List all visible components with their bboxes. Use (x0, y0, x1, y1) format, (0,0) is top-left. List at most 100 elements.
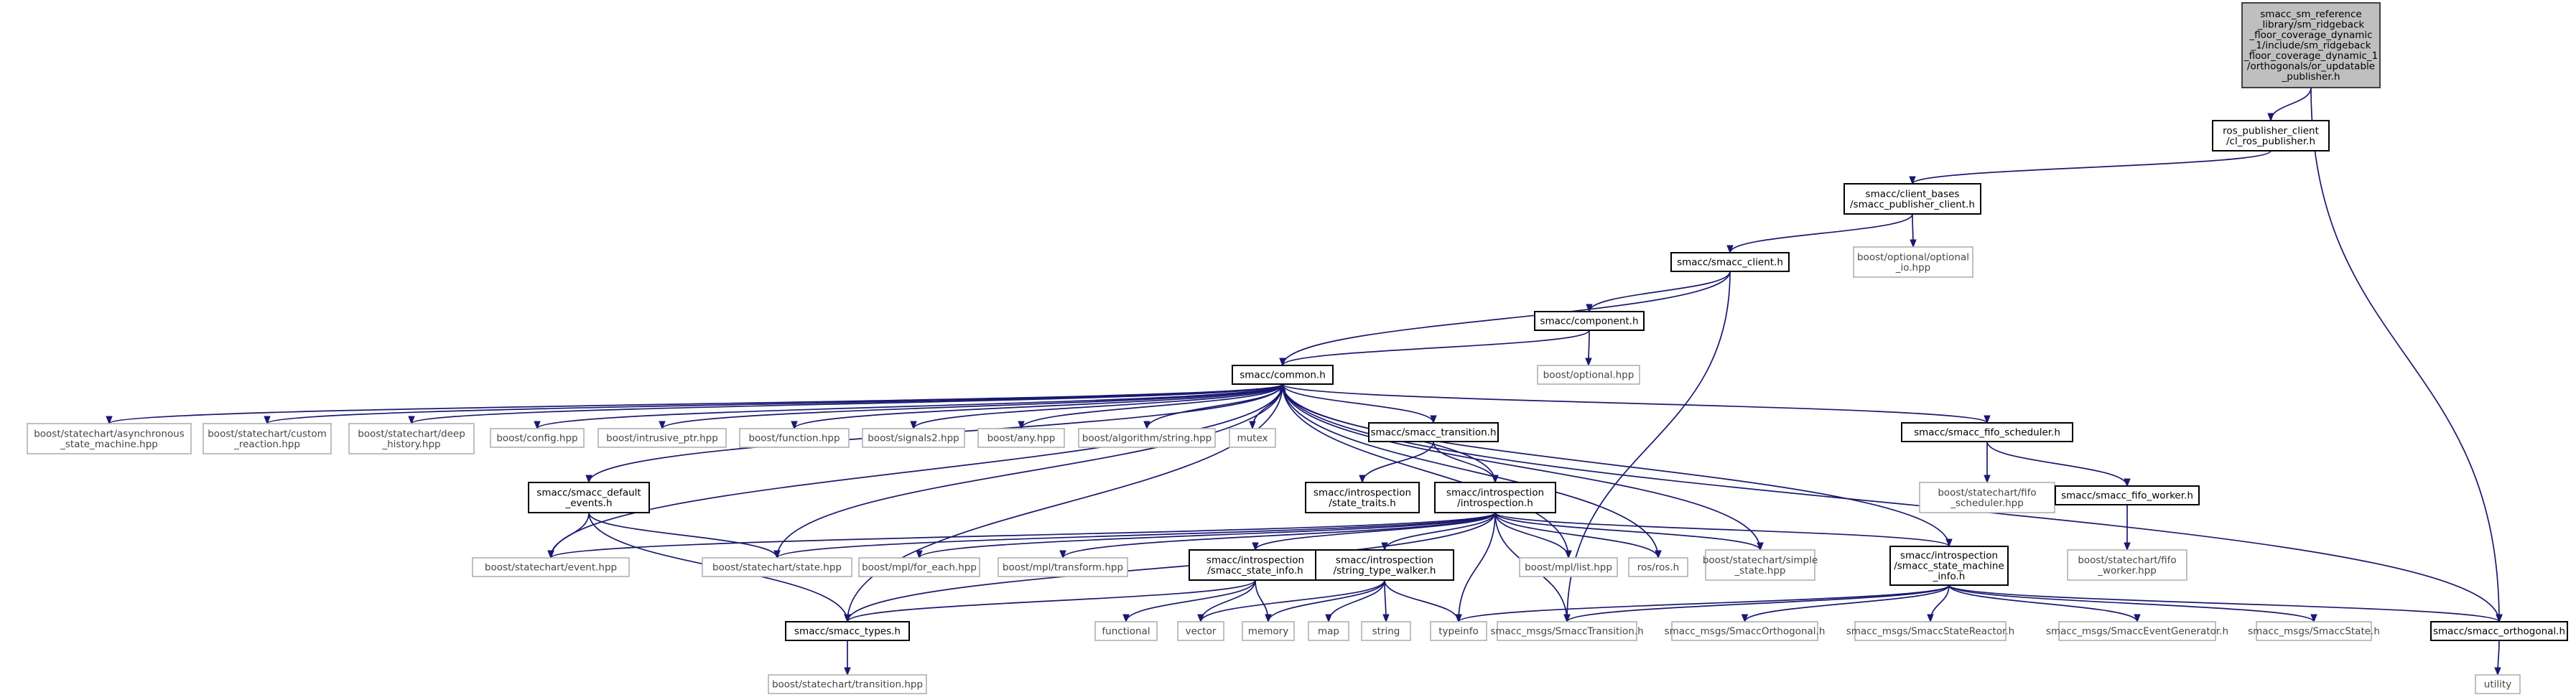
node-label-line: _info.h (1933, 571, 1966, 582)
node-label-line: _1/include/sm_ridgeback (2250, 40, 2371, 52)
node-map[interactable]: map (1308, 621, 1349, 641)
node-mpl-list[interactable]: boost/mpl/list.hpp (1519, 557, 1618, 577)
node-component[interactable]: smacc/component.h (1534, 311, 1645, 331)
node-common[interactable]: smacc/common.h (1232, 365, 1334, 385)
edge-arrowhead (585, 475, 592, 484)
node-cl-ros-publisher[interactable]: ros_publisher_client/cl_ros_publisher.h (2212, 120, 2330, 151)
node-label-line: _library/sm_ridgeback (2257, 19, 2365, 31)
node-label-line: smacc_msgs/SmaccStateReactor.h (1846, 626, 2014, 638)
node-msg-transition[interactable]: smacc_msgs/SmaccTransition.h (1490, 621, 1644, 641)
edge-component-to-common (1282, 330, 1590, 366)
edge-root-to-cl-ros-publisher (2270, 87, 2312, 121)
edge-introspection-to-state-hpp (776, 512, 1496, 559)
node-label-line: boost/function.hpp (748, 433, 840, 444)
node-box (1537, 365, 1640, 385)
node-fifo-scheduler[interactable]: smacc/smacc_fifo_scheduler.h (1901, 422, 2073, 442)
node-memory[interactable]: memory (1242, 621, 1295, 641)
edge-common-to-event-hpp (550, 383, 1283, 559)
node-event-hpp[interactable]: boost/statechart/event.hpp (472, 557, 630, 577)
edge-common-to-deep-history (411, 383, 1283, 424)
node-box (1078, 428, 1216, 448)
node-label-line: smacc/smacc_types.h (794, 626, 901, 638)
node-msg-state[interactable]: smacc_msgs/SmaccState.h (2248, 621, 2380, 641)
edge-smacc-client-to-common (1282, 271, 1731, 366)
node-msg-event-generator[interactable]: smacc_msgs/SmaccEventGenerator.h (2046, 621, 2228, 641)
edge-introspection-to-mpl-list (1494, 512, 1569, 559)
node-for-each[interactable]: boost/mpl/for_each.hpp (858, 557, 980, 577)
edge-arrowhead (1910, 239, 1917, 248)
node-state-traits[interactable]: smacc/introspection/state_traits.h (1305, 482, 1420, 513)
node-statechart-transition[interactable]: boost/statechart/transition.hpp (768, 674, 927, 694)
node-label-line: smacc/introspection (1206, 554, 1304, 566)
node-statechart-fifo-worker[interactable]: boost/statechart/fifo_worker.hpp (2067, 549, 2187, 581)
edge-arrowhead (264, 416, 271, 425)
node-msg-state-reactor[interactable]: smacc_msgs/SmaccStateReactor.h (1846, 621, 2014, 641)
node-label-line: _floor_coverage_dynamic (2249, 29, 2372, 41)
edge-arrowhead (1265, 614, 1272, 623)
node-msg-orthogonal[interactable]: smacc_msgs/SmaccOrthogonal.h (1665, 621, 1826, 641)
node-algorithm-string[interactable]: boost/algorithm/string.hpp (1078, 428, 1216, 448)
node-label-line: _publisher.h (2282, 71, 2340, 83)
node-box (1368, 422, 1499, 442)
node-signals2[interactable]: boost/signals2.hpp (862, 428, 965, 448)
node-smacc-orthogonal[interactable]: smacc/smacc_orthogonal.h (2430, 621, 2568, 641)
node-box (1854, 621, 2007, 641)
edge-state-machine-info-to-msg-orthogonal (1744, 584, 1950, 622)
node-box (1919, 482, 2055, 513)
node-box (1242, 621, 1295, 641)
node-default-events[interactable]: smacc/smacc_default_events.h (528, 482, 650, 513)
node-deep-history[interactable]: boost/statechart/deep_history.hpp (348, 423, 475, 454)
node-typeinfo[interactable]: typeinfo (1430, 621, 1487, 641)
node-optional-hpp[interactable]: boost/optional.hpp (1537, 365, 1640, 385)
node-functional[interactable]: functional (1094, 621, 1158, 641)
node-label-line: utility (2484, 679, 2511, 691)
node-smacc-types[interactable]: smacc/smacc_types.h (785, 621, 910, 641)
node-box (739, 428, 850, 448)
node-custom-reaction[interactable]: boost/statechart/custom_reaction.hpp (203, 423, 332, 454)
node-intrusive-ptr[interactable]: boost/intrusive_ptr.hpp (597, 428, 727, 448)
edge-introspection-to-simple-state (1494, 512, 1761, 551)
node-label-line: boost/config.hpp (496, 433, 577, 444)
node-async-sm[interactable]: boost/statechart/asynchronous_state_mach… (27, 423, 192, 454)
node-state-machine-info[interactable]: smacc/introspection/smacc_state_machine_… (1889, 546, 2009, 586)
node-mutex[interactable]: mutex (1229, 428, 1276, 448)
node-string[interactable]: string (1361, 621, 1411, 641)
node-string-type-walker[interactable]: smacc/introspection/string_type_walker.h (1315, 549, 1454, 581)
node-state-hpp[interactable]: boost/statechart/state.hpp (702, 557, 852, 577)
node-label-line: /orthogonals/or_updatable (2247, 61, 2375, 73)
node-config[interactable]: boost/config.hpp (490, 428, 585, 448)
node-label-line: smacc/smacc_fifo_worker.h (2061, 490, 2193, 502)
edge-arrowhead (1741, 614, 1749, 623)
node-box (2055, 485, 2200, 505)
node-label-line: ros_publisher_client (2223, 125, 2319, 136)
edge-state-info-to-smacc-types (847, 579, 1256, 622)
node-fifo-worker[interactable]: smacc/smacc_fifo_worker.h (2055, 485, 2200, 505)
node-simple-state[interactable]: boost/statechart/simple_state.hpp (1703, 549, 1818, 581)
node-label-line: smacc/introspection (1446, 487, 1544, 498)
edge-common-to-state-hpp (776, 383, 1283, 559)
node-statechart-fifo-scheduler[interactable]: boost/statechart/fifo_scheduler.hpp (1919, 482, 2055, 513)
edge-introspection-to-state-info (1255, 512, 1496, 551)
edge-arrowhead (2134, 614, 2141, 623)
node-function[interactable]: boost/function.hpp (739, 428, 850, 448)
node-smacc-publisher-client[interactable]: smacc/client_bases/smacc_publisher_clien… (1843, 183, 1981, 215)
node-introspection[interactable]: smacc/introspection/introspection.h (1434, 482, 1556, 513)
node-ros-h[interactable]: ros/ros.h (1628, 557, 1688, 577)
edge-state-machine-info-to-common (1282, 383, 1950, 547)
node-label-line: boost/statechart/state.hpp (712, 562, 842, 574)
node-label-line: boost/statechart/deep (358, 428, 465, 439)
edge-arrowhead (910, 421, 917, 430)
edge-introspection-to-transform (1062, 512, 1496, 559)
node-root[interactable]: smacc_sm_reference_library/sm_ridgeback_… (2241, 2, 2381, 88)
node-smacc-transition[interactable]: smacc/smacc_transition.h (1368, 422, 1499, 442)
node-label-line: boost/statechart/transition.hpp (772, 679, 923, 691)
node-optional-io[interactable]: boost/optional/optional_io.hpp (1853, 246, 1973, 278)
node-any[interactable]: boost/any.hpp (977, 428, 1065, 448)
node-vector[interactable]: vector (1177, 621, 1224, 641)
node-utility[interactable]: utility (2475, 674, 2521, 694)
node-label-line: mutex (1237, 433, 1268, 444)
edge-introspection-to-event-hpp (550, 512, 1496, 559)
node-state-info[interactable]: smacc/introspection/smacc_state_info.h (1189, 549, 1322, 581)
node-smacc-client[interactable]: smacc/smacc_client.h (1670, 252, 1790, 272)
node-transform[interactable]: boost/mpl/transform.hpp (998, 557, 1128, 577)
